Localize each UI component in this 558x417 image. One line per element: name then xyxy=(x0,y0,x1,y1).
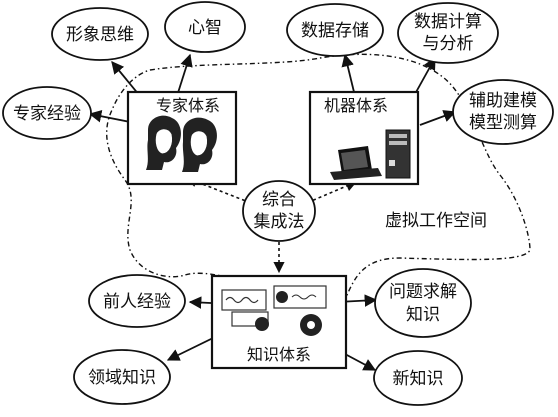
arrow-to-fuzhu-jianmo xyxy=(419,110,457,126)
expert-system-box: 专家体系 xyxy=(126,90,238,186)
dotted-arrow-to-machine xyxy=(301,180,358,206)
svg-text:专家经验: 专家经验 xyxy=(13,104,81,124)
svg-text:综合: 综合 xyxy=(262,190,296,210)
knowledge-system-box: 知识体系 xyxy=(210,274,348,370)
svg-text:数据存储: 数据存储 xyxy=(301,21,369,41)
svg-text:知识: 知识 xyxy=(406,305,440,325)
svg-text:模型测算: 模型测算 xyxy=(469,113,537,133)
node-xin-zhishi: 新知识 xyxy=(373,350,463,406)
node-qianren-jingyan: 前人经验 xyxy=(88,274,186,328)
computer-icon xyxy=(330,129,411,180)
svg-text:形象思维: 形象思维 xyxy=(66,25,134,45)
machine-system-label: 机器体系 xyxy=(324,96,388,115)
svg-text:问题求解: 问题求解 xyxy=(389,282,457,302)
machine-system-box: 机器体系 xyxy=(308,90,420,186)
expert-system-label: 专家体系 xyxy=(156,96,220,115)
node-zhuanjia-jingyan: 专家经验 xyxy=(2,86,92,140)
svg-text:领域知识: 领域知识 xyxy=(88,368,156,388)
documents-gear-icon xyxy=(221,285,327,336)
knowledge-system-label: 知识体系 xyxy=(247,345,311,364)
virtual-workspace-boundary xyxy=(106,53,531,320)
svg-text:辅助建模: 辅助建模 xyxy=(469,91,537,111)
node-shuju-cunchu: 数据存储 xyxy=(286,3,384,57)
virtual-workspace-label: 虚拟工作空间 xyxy=(385,211,487,231)
node-zonghe-jichengfa: 综合 集成法 xyxy=(242,180,316,242)
node-fuzhu-jianmo: 辅助建模 模型测算 xyxy=(452,79,554,145)
node-wenti-qiujie: 问题求解 知识 xyxy=(374,268,472,338)
svg-text:前人经验: 前人经验 xyxy=(103,292,171,312)
node-xingxiang-siwei: 形象思维 xyxy=(51,7,149,61)
node-xinzhi: 心智 xyxy=(164,1,246,53)
svg-text:数据计算: 数据计算 xyxy=(414,12,482,32)
svg-text:新知识: 新知识 xyxy=(393,369,444,389)
svg-text:集成法: 集成法 xyxy=(254,212,305,232)
node-lingyu-zhishi: 领域知识 xyxy=(73,349,171,405)
two-heads-icon xyxy=(146,115,217,172)
svg-text:与分析: 与分析 xyxy=(423,34,474,54)
svg-text:心智: 心智 xyxy=(188,18,222,38)
node-shuju-jisuan: 数据计算 与分析 xyxy=(397,2,499,64)
